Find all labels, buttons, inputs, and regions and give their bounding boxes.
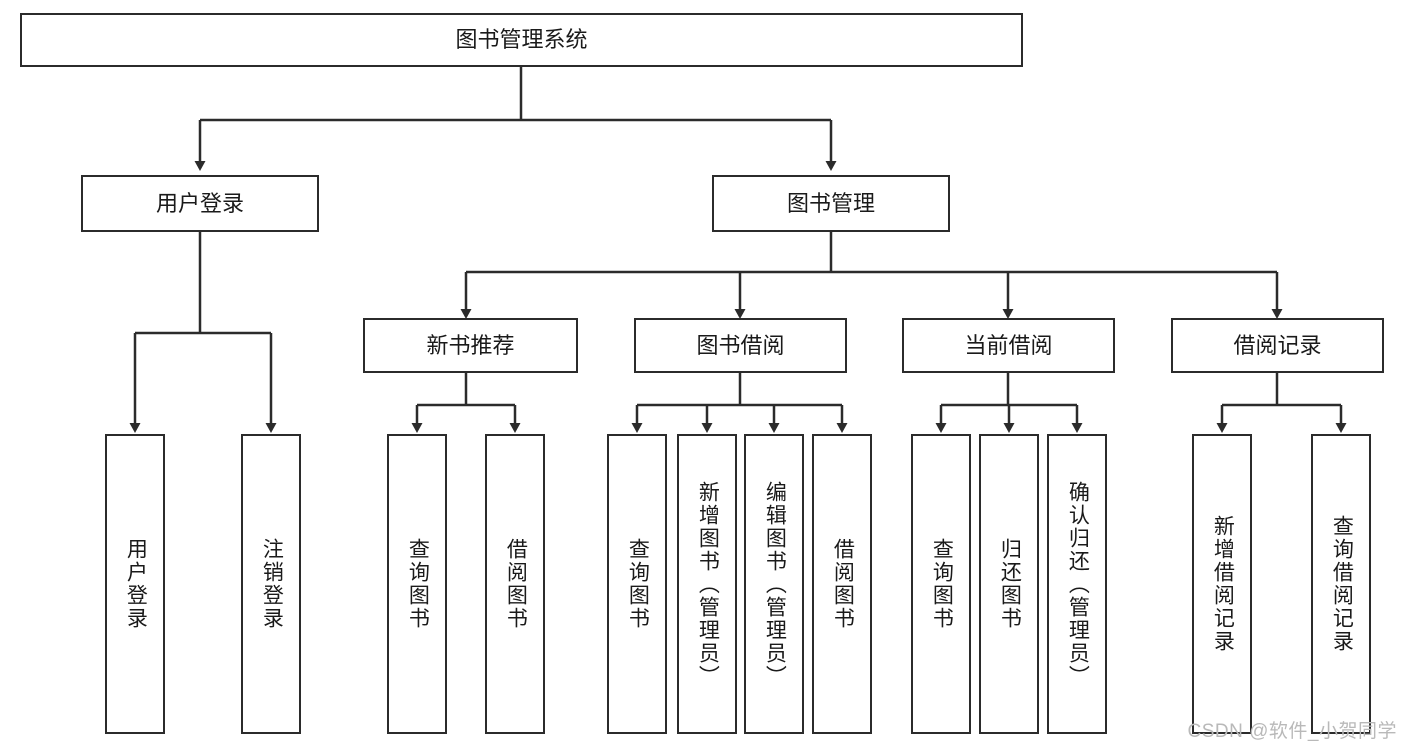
node-current-borrow[interactable]: 当前借阅: [902, 318, 1115, 373]
leaf-user-logout-label: 注销登录: [260, 538, 284, 630]
leaf-query-book-3[interactable]: 查询图书: [911, 434, 971, 734]
leaf-edit-book-label: 编辑图书（管理员）: [763, 480, 787, 688]
node-user-login-label: 用户登录: [155, 190, 244, 216]
leaf-edit-book[interactable]: 编辑图书（管理员）: [744, 434, 804, 734]
leaf-borrow-book-1[interactable]: 借阅图书: [485, 434, 545, 734]
leaf-return-book[interactable]: 归还图书: [979, 434, 1039, 734]
node-book-manage[interactable]: 图书管理: [712, 175, 950, 232]
node-current-borrow-label: 当前借阅: [964, 332, 1053, 358]
node-new-book-recommend[interactable]: 新书推荐: [363, 318, 578, 373]
leaf-confirm-return-label: 确认归还（管理员）: [1066, 480, 1090, 688]
leaf-query-book-2-label: 查询图书: [626, 538, 650, 630]
leaf-user-login-label: 用户登录: [124, 538, 148, 630]
node-book-borrow-label: 图书借阅: [696, 332, 785, 358]
node-new-book-recommend-label: 新书推荐: [426, 332, 515, 358]
leaf-borrow-book-2-label: 借阅图书: [831, 538, 855, 630]
leaf-query-book-1[interactable]: 查询图书: [387, 434, 447, 734]
node-root-label: 图书管理系统: [455, 27, 588, 53]
node-borrow-record[interactable]: 借阅记录: [1171, 318, 1384, 373]
leaf-borrow-book-2[interactable]: 借阅图书: [812, 434, 872, 734]
leaf-confirm-return[interactable]: 确认归还（管理员）: [1047, 434, 1107, 734]
leaf-return-book-label: 归还图书: [998, 538, 1022, 630]
node-book-borrow[interactable]: 图书借阅: [634, 318, 847, 373]
csdn-watermark: CSDN @软件_小贺同学: [1187, 721, 1397, 742]
node-user-login[interactable]: 用户登录: [81, 175, 319, 232]
leaf-query-book-2[interactable]: 查询图书: [607, 434, 667, 734]
leaf-borrow-book-1-label: 借阅图书: [504, 538, 528, 630]
leaf-add-record-label: 新增借阅记录: [1211, 515, 1235, 653]
leaf-user-login[interactable]: 用户登录: [105, 434, 165, 734]
leaf-add-book-label: 新增图书（管理员）: [696, 480, 720, 688]
leaf-add-book[interactable]: 新增图书（管理员）: [677, 434, 737, 734]
leaf-query-record[interactable]: 查询借阅记录: [1311, 434, 1371, 734]
leaf-add-record[interactable]: 新增借阅记录: [1192, 434, 1252, 734]
leaf-query-book-3-label: 查询图书: [930, 538, 954, 630]
node-book-manage-label: 图书管理: [786, 190, 875, 216]
leaf-query-record-label: 查询借阅记录: [1330, 515, 1354, 653]
leaf-query-book-1-label: 查询图书: [406, 538, 430, 630]
node-borrow-record-label: 借阅记录: [1233, 332, 1322, 358]
leaf-user-logout[interactable]: 注销登录: [241, 434, 301, 734]
node-root[interactable]: 图书管理系统: [20, 13, 1023, 67]
